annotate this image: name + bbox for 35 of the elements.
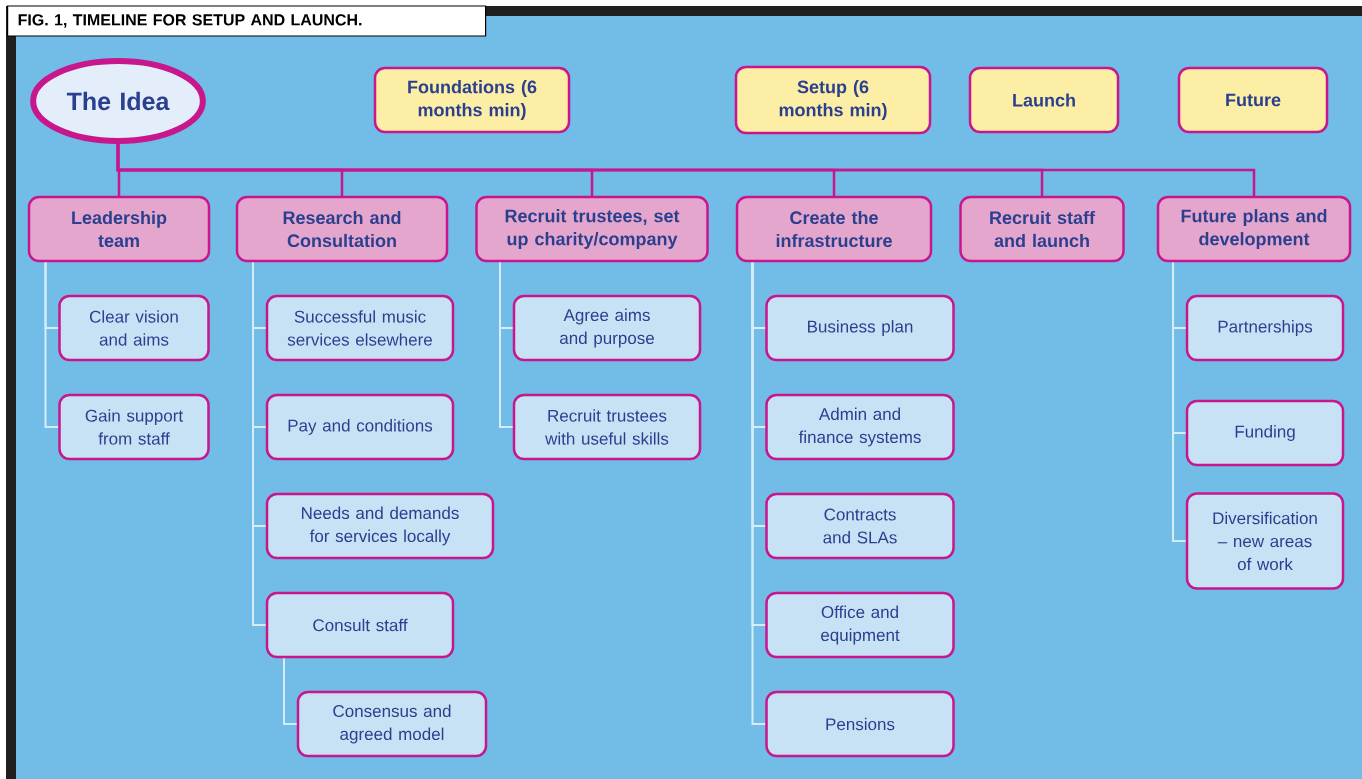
- task-box: Recruit trustees with useful skills: [512, 393, 702, 461]
- stage-box: Research and Consultation: [235, 195, 449, 263]
- phase-box: Foundations (6 months min): [373, 66, 571, 134]
- connector-line: [44, 260, 61, 428]
- task-box: Partnerships: [1185, 294, 1345, 362]
- connector-line: [1172, 260, 1188, 542]
- task-box: Contracts and SLAs: [765, 492, 955, 560]
- connector-line: [751, 260, 768, 725]
- connector-line: [116, 141, 1256, 197]
- task-box: Diversification – new areas of work: [1185, 492, 1345, 590]
- task-box: Agree aims and purpose: [512, 294, 702, 362]
- phase-box: Setup (6 months min): [734, 65, 932, 135]
- stage-box: Create the infrastructure: [735, 195, 933, 263]
- stage-box: Recruit trustees, set up charity/company: [475, 195, 709, 263]
- task-box: Clear vision and aims: [58, 294, 210, 362]
- task-box: Consensus and agreed model: [296, 690, 488, 758]
- task-box: Successful music services elsewhere: [265, 294, 455, 362]
- connector-line: [499, 260, 515, 428]
- phase-box: Future: [1177, 66, 1329, 134]
- task-box: Business plan: [765, 294, 955, 362]
- task-box: Gain support from staff: [58, 393, 210, 461]
- connector-line: [283, 656, 299, 725]
- task-box: Funding: [1185, 399, 1345, 467]
- connector-line: [252, 260, 268, 626]
- figure-title: FIG. 1, TIMELINE FOR SETUP AND LAUNCH.: [7, 5, 487, 37]
- task-box: Needs and demands for services locally: [265, 492, 495, 560]
- stage-box: Recruit staff and launch: [959, 195, 1125, 263]
- task-box: Admin and finance systems: [765, 393, 955, 461]
- task-box: Pay and conditions: [265, 393, 455, 461]
- phase-box: Launch: [968, 66, 1120, 134]
- task-box: Pensions: [765, 690, 955, 758]
- task-box: Office and equipment: [765, 591, 955, 659]
- task-box: Consult staff: [265, 591, 455, 659]
- stage-box: Future plans and development: [1156, 195, 1352, 263]
- stage-box: Leadership team: [27, 195, 211, 263]
